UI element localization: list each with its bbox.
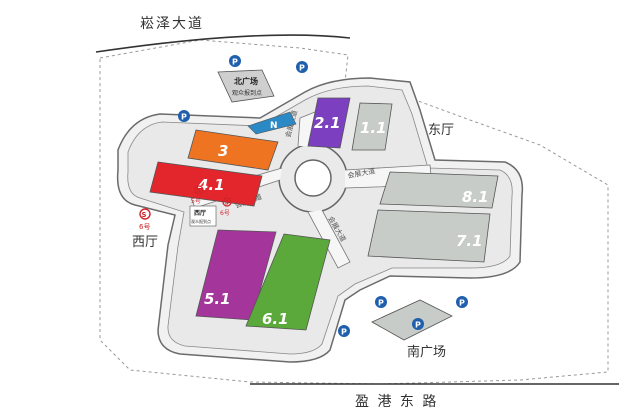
hall-8-1[interactable]: 8.1 — [379, 171, 499, 209]
hall-6-1-label: 6.1 — [262, 310, 289, 328]
hall-3-block[interactable] — [187, 129, 279, 171]
south-road-label: 盈 港 东 路 — [355, 394, 438, 410]
svg-text:P: P — [341, 328, 347, 337]
hall-2-1[interactable]: 2.1 — [307, 97, 351, 149]
metro-icon-symbol: S — [142, 211, 147, 219]
hall-5-1-label: 5.1 — [204, 290, 231, 308]
metro-icon — [222, 197, 232, 207]
svg-text:P: P — [459, 299, 465, 308]
hall-7-1-block[interactable] — [367, 209, 491, 263]
svg-text:P: P — [415, 321, 421, 330]
svg-text:P: P — [232, 58, 238, 67]
hall-7-1[interactable]: 7.1 — [367, 209, 491, 263]
north-plaza[interactable]: 北广场 观众报到点 — [217, 69, 275, 103]
hall-4-1[interactable]: 4.1 — [149, 161, 263, 207]
central-hub-inner — [294, 159, 332, 197]
hall-7-1-label: 7.1 — [456, 232, 483, 250]
parking-icon — [178, 110, 190, 122]
metro-icon-symbol: S — [225, 200, 229, 207]
west-hall-label: 西厅 — [132, 235, 158, 250]
metro-station-6-east[interactable]: S 6号 — [220, 197, 232, 217]
svg-text:P: P — [378, 299, 384, 308]
parking-marker-northwest[interactable]: P — [178, 110, 190, 122]
parking-icon — [296, 61, 308, 73]
south-plaza-building[interactable] — [371, 299, 453, 341]
east-hall-label: 东厅 — [428, 123, 454, 138]
parking-icon — [375, 296, 387, 308]
hall-8-1-block[interactable] — [379, 171, 499, 209]
metro-icon-symbol: S — [197, 188, 201, 195]
west-hall-box-label: 西厅 — [194, 209, 206, 217]
hall-3[interactable]: 3 — [187, 129, 279, 171]
hall-6-1[interactable]: 6.1 — [245, 233, 331, 331]
hall-4-1-block[interactable] — [149, 161, 263, 207]
hall-3-label: 3 — [218, 142, 228, 160]
hall-4-1-label: 4.1 — [197, 176, 225, 194]
north-road — [95, 34, 351, 53]
svg-text:P: P — [299, 64, 305, 73]
parking-icon — [338, 325, 350, 337]
parking-marker-north-1[interactable]: P — [229, 55, 241, 67]
north-road-label: 崧泽大道 — [140, 16, 204, 32]
north-strip-label: N — [270, 121, 278, 131]
hall-2-1-block[interactable] — [307, 97, 351, 149]
west-hall-box-sublabel: 观众报到点 — [191, 218, 211, 224]
north-strip: N — [247, 111, 297, 135]
hall-1-1-label: 1.1 — [360, 119, 387, 137]
hall-8-1-label: 8.1 — [462, 188, 489, 206]
parking-marker-north-2[interactable]: P — [296, 61, 308, 73]
west-hall-checkin[interactable]: 西厅 观众报到点 — [189, 205, 217, 227]
metro-line-5-label: 5号 — [191, 198, 201, 205]
hall-1-1-block[interactable] — [351, 102, 393, 151]
south-plaza-label: 南广场 — [407, 344, 446, 360]
parking-marker-south-2[interactable]: P — [412, 318, 424, 330]
metro-icon — [194, 185, 204, 195]
metro-station-5[interactable]: S 5号 — [191, 185, 204, 205]
north-plaza-sublabel: 观众报到点 — [232, 89, 262, 97]
hall-2-1-label: 2.1 — [314, 114, 341, 132]
metro-station-6-west[interactable]: S 6号 — [139, 208, 151, 231]
north-plaza-label: 北广场 — [234, 76, 258, 86]
metro-line-6-label: 6号 — [139, 223, 150, 231]
hall-6-1-block[interactable] — [245, 233, 331, 331]
parking-icon — [456, 296, 468, 308]
parking-marker-south-center[interactable]: P — [338, 325, 350, 337]
parking-icon — [412, 318, 424, 330]
parking-marker-south-3[interactable]: P — [456, 296, 468, 308]
hall-5-1[interactable]: 5.1 — [195, 229, 277, 321]
metro-icon — [139, 208, 151, 220]
metro-line-6b-label: 6号 — [220, 210, 230, 217]
parking-icon — [229, 55, 241, 67]
hall-1-1[interactable]: 1.1 — [351, 102, 393, 151]
parking-marker-south-1[interactable]: P — [375, 296, 387, 308]
svg-text:P: P — [181, 113, 187, 122]
